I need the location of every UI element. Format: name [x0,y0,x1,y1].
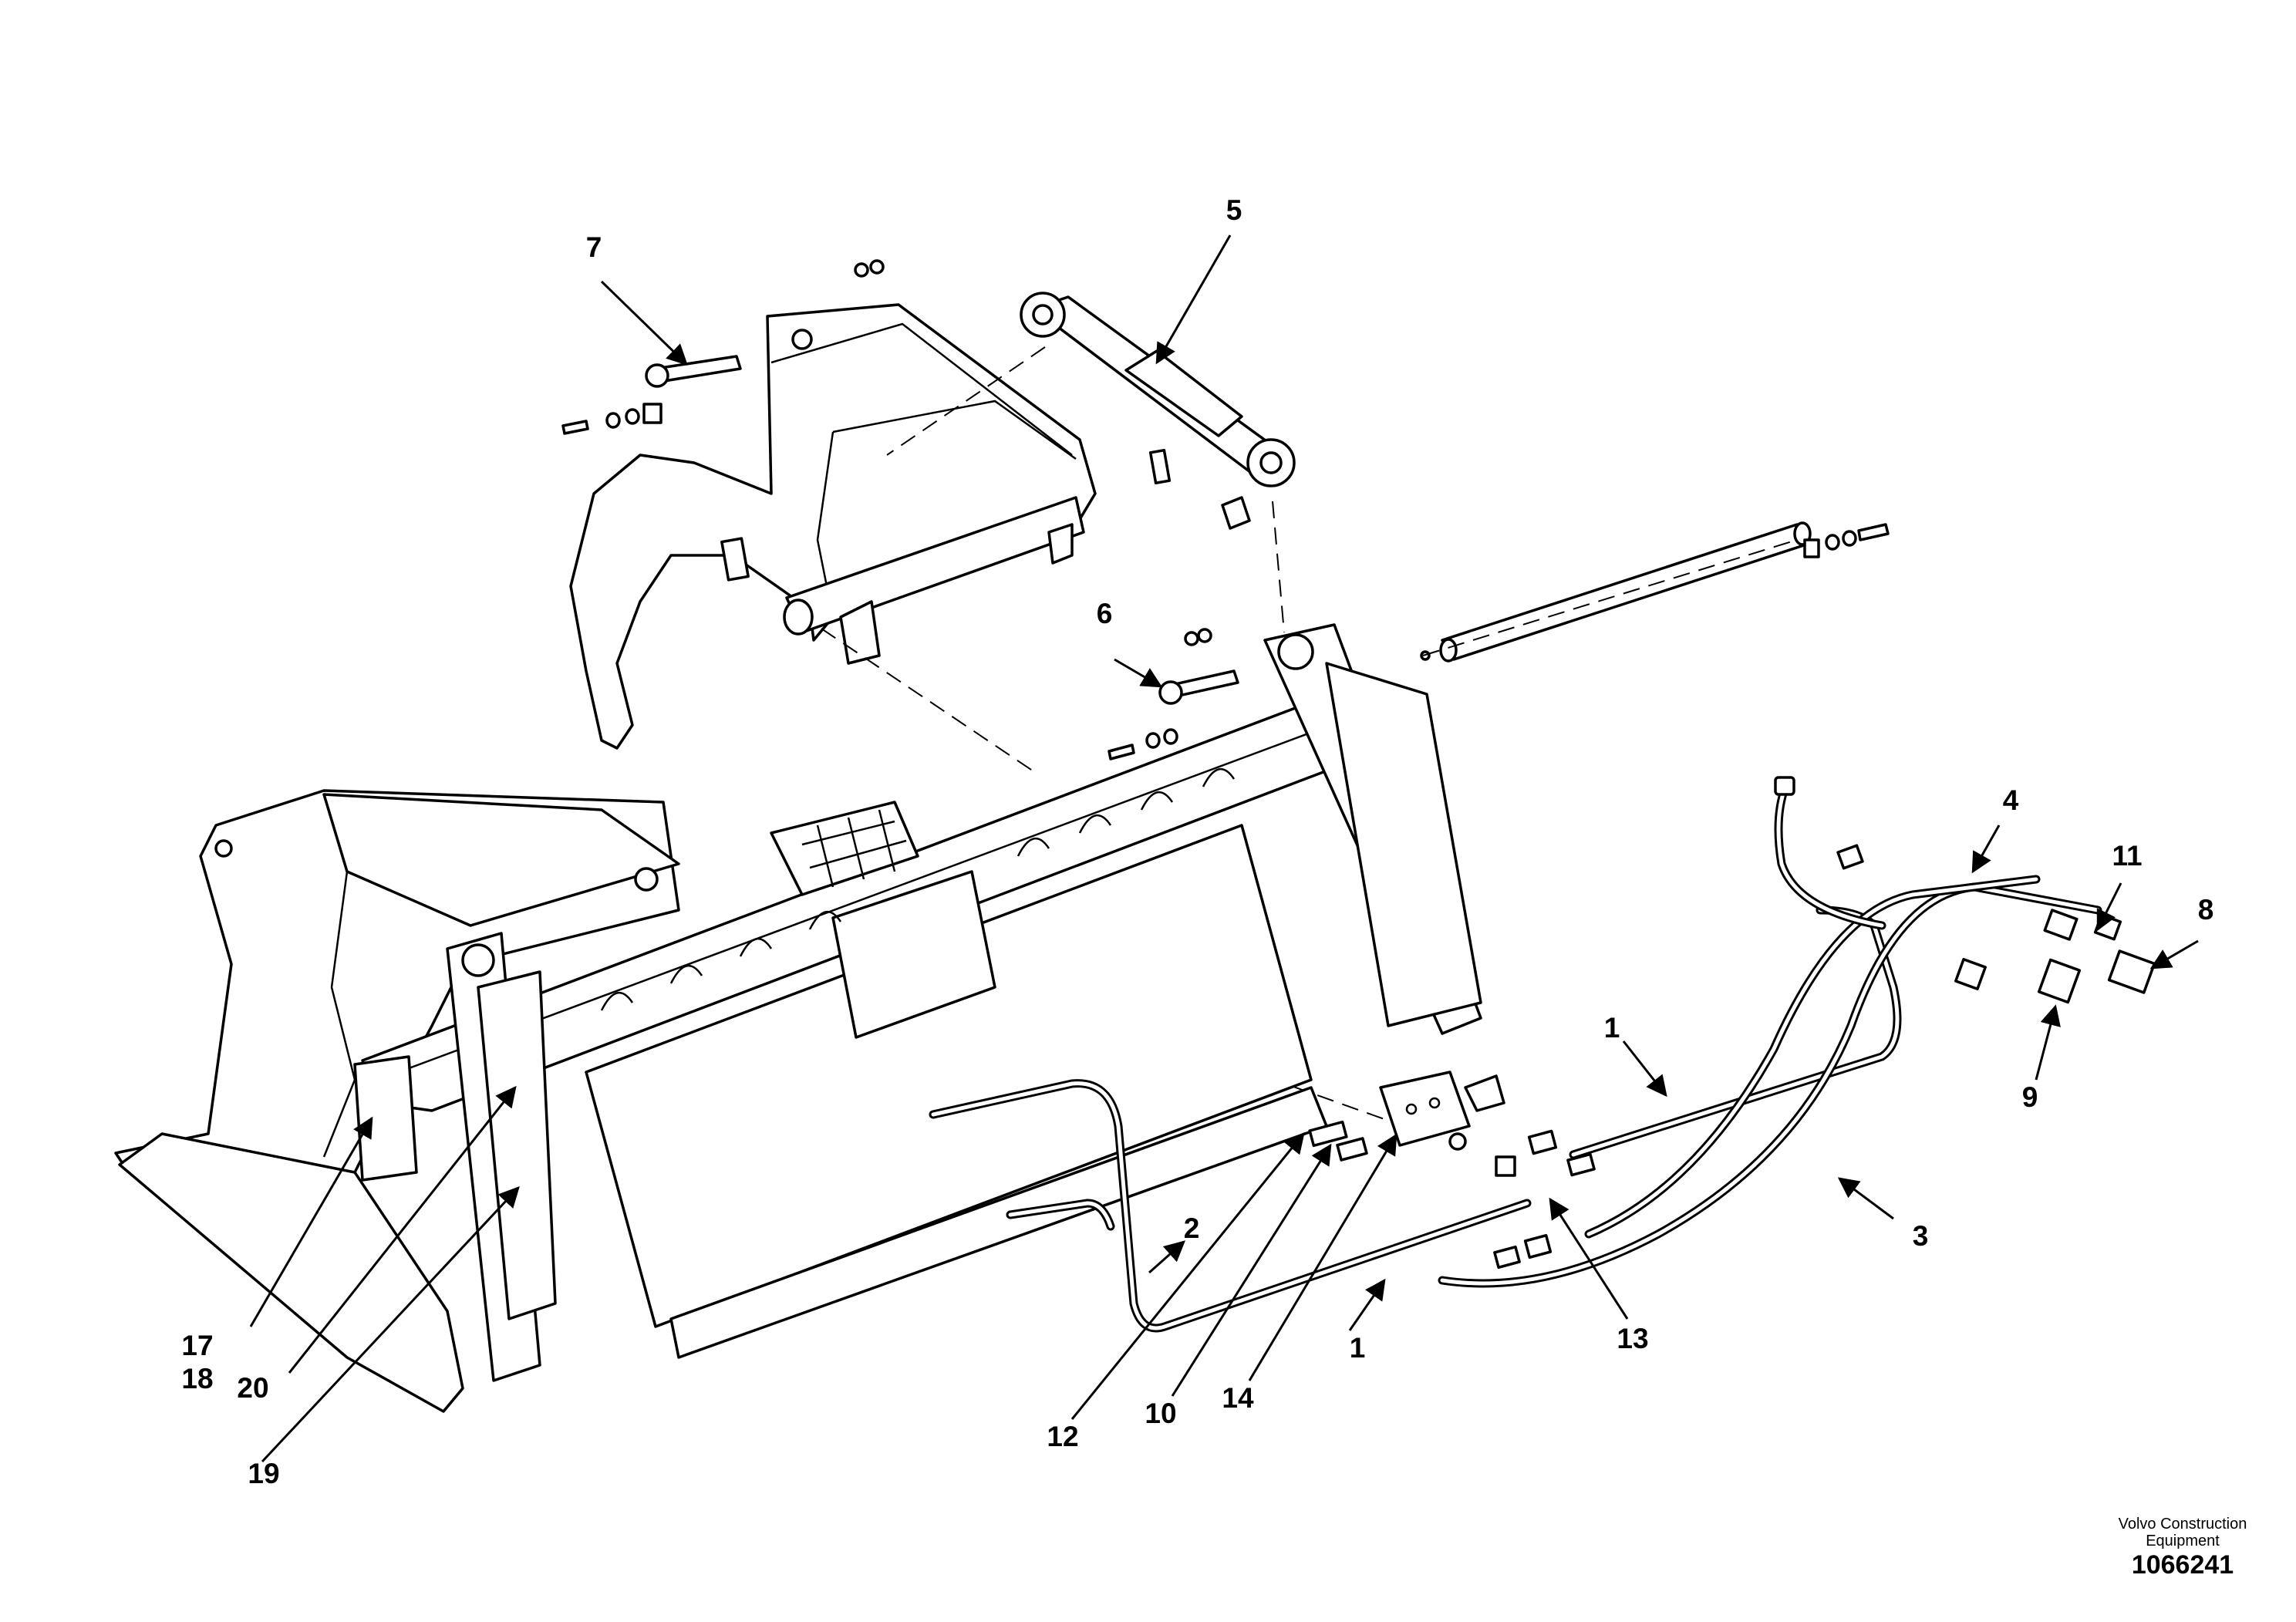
callout-18: 18 [181,1363,213,1394]
callout-7: 7 [586,231,602,263]
valve-block [1308,1071,1596,1270]
callout-11: 11 [2112,840,2142,872]
pin-6-hardware [1108,628,1239,760]
manufacturer-credit: Volvo Construction Equipment [2067,1516,2296,1549]
callout-12: 12 [1047,1421,1078,1452]
callout-9: 9 [2022,1081,2038,1113]
callout-2: 2 [1184,1212,1200,1244]
assembly-line [821,628,1034,772]
assembly-line [1422,539,1798,656]
assembly-line [971,971,1404,1127]
callout-19: 19 [248,1458,279,1489]
hydraulic-cylinder [1020,292,1296,530]
callout-17: 17 [181,1330,213,1361]
callout-14: 14 [1222,1382,1254,1414]
callout-4: 4 [2003,784,2019,816]
quick-couplings [1954,909,2156,1004]
grapple-arm [569,303,1097,750]
long-pin [1420,521,1890,663]
callout-13: 13 [1617,1323,1648,1354]
callout-labels: 1 1 2 3 4 5 6 7 8 9 10 11 12 13 14 17 18… [181,194,2213,1489]
callout-3: 3 [1913,1220,1929,1252]
assembly-line [886,346,1046,456]
credit-line-2: Equipment [2146,1533,2220,1549]
callout-leaders [249,234,2199,1463]
callout-10: 10 [1145,1398,1176,1429]
callout-8: 8 [2198,894,2214,926]
assembly-line [1272,501,1285,633]
callout-5: 5 [1226,194,1242,226]
document-number: 1066241 [2131,1550,2234,1580]
pin-7-hardware [561,259,885,435]
callout-6: 6 [1097,598,1113,629]
callout-1-upper: 1 [1604,1012,1620,1044]
credit-line-1: Volvo Construction [2118,1516,2247,1533]
bucket-frame [114,623,1482,1413]
hydraulic-hoses [929,776,2102,1333]
callout-20: 20 [237,1372,268,1404]
callout-1-lower: 1 [1350,1332,1366,1364]
